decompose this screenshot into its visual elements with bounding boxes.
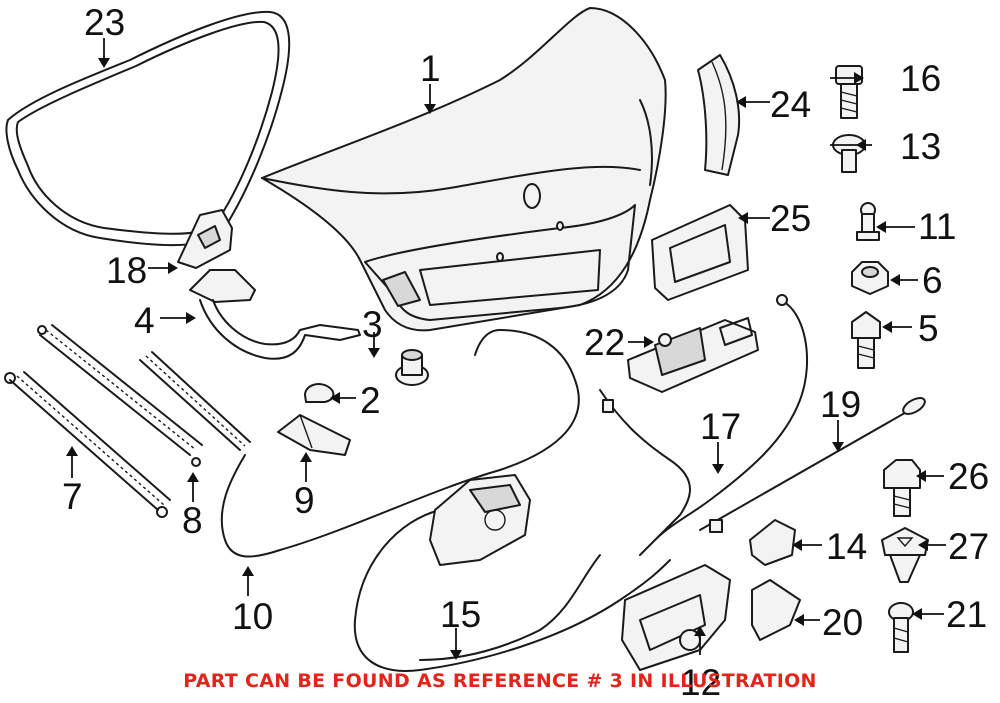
callout-9: 9	[294, 480, 315, 521]
callout-25: 25	[770, 198, 812, 239]
part-25-housing	[651, 204, 749, 301]
part-9-wedge	[277, 414, 351, 456]
part-17-harness	[599, 294, 808, 556]
callout-6: 6	[922, 260, 943, 301]
part-15-cable	[353, 509, 671, 672]
callout-22: 22	[584, 322, 626, 363]
callout-24: 24	[770, 84, 812, 125]
part-8-spring	[37, 324, 203, 467]
callout-10: 10	[232, 596, 274, 637]
part-5-bolt	[851, 311, 881, 369]
callout-16: 16	[900, 58, 942, 99]
callout-8: 8	[182, 500, 203, 541]
part-26-bolt	[883, 459, 921, 517]
callout-1: 1	[420, 48, 441, 89]
part-4-hinge	[189, 269, 361, 360]
callout-5: 5	[918, 308, 939, 349]
part-23-weatherstrip	[5, 10, 291, 247]
callout-19: 19	[820, 384, 862, 425]
part-3-bumper	[395, 349, 429, 386]
part-18-bracket	[177, 209, 233, 269]
part-16-bolt	[835, 65, 863, 119]
callout-2: 2	[360, 380, 381, 421]
part-7-spring	[4, 371, 171, 518]
part-14-bracket	[749, 519, 796, 566]
callout-20: 20	[822, 602, 864, 643]
callout-4: 4	[134, 300, 155, 341]
callout-14: 14	[826, 526, 868, 567]
part-21-bolt	[888, 602, 914, 653]
part-11-stud	[856, 202, 880, 241]
part-10-cable	[220, 329, 580, 558]
part-24-trim	[697, 54, 741, 176]
part-20-bracket	[751, 579, 801, 641]
callout-18: 18	[106, 250, 148, 291]
part-13-bolt	[832, 134, 866, 173]
part-spring-b	[139, 351, 251, 451]
part-19-cable	[699, 397, 926, 533]
part-2-cap	[304, 383, 335, 403]
part-actuator-motor	[429, 474, 531, 566]
part-12-latch	[621, 564, 731, 671]
callout-23: 23	[84, 2, 126, 43]
callout-3: 3	[362, 304, 383, 345]
part-1-trunk-lid	[261, 7, 667, 332]
callout-12: 12	[680, 662, 722, 703]
callout-26: 26	[948, 456, 990, 497]
callout-17: 17	[700, 406, 742, 447]
part-6-nut	[851, 261, 889, 295]
callout-7: 7	[62, 476, 83, 517]
callout-27: 27	[948, 526, 990, 567]
callout-13: 13	[900, 126, 942, 167]
part-22-switch	[627, 317, 759, 393]
part-27-clip	[881, 527, 929, 583]
leader-lines	[66, 38, 946, 660]
callout-21: 21	[946, 594, 988, 635]
callout-15: 15	[440, 594, 482, 635]
reference-note: PART CAN BE FOUND AS REFERENCE # 3 IN IL…	[183, 670, 817, 692]
callout-11: 11	[918, 206, 957, 247]
